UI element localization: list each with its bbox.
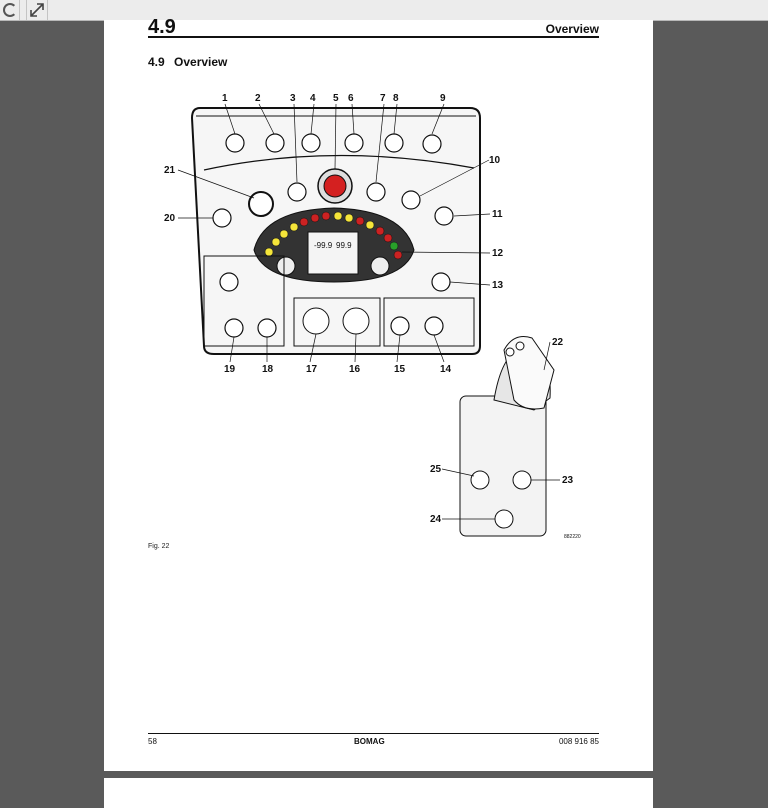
callout-21: 21 <box>164 165 176 176</box>
section-heading: 4.9 Overview <box>148 55 228 69</box>
callout-22: 22 <box>552 337 564 348</box>
callout-15: 15 <box>394 364 406 375</box>
footer-rule <box>148 733 599 734</box>
footer-brand: BOMAG <box>354 737 385 746</box>
figure-code: 882220 <box>564 534 581 540</box>
callout-17: 17 <box>306 364 318 375</box>
left-display-knob <box>276 256 296 276</box>
lower-center-section <box>293 297 381 347</box>
right-display-knob <box>370 256 390 276</box>
lower-right-section <box>383 297 475 347</box>
throttle-dial <box>248 191 274 217</box>
figure-caption: Fig. 22 <box>148 543 170 550</box>
callout-12: 12 <box>492 248 504 259</box>
lower-left-section <box>203 255 285 347</box>
callout-9: 9 <box>440 93 446 104</box>
callout-13: 13 <box>492 280 504 291</box>
document-page: 4.9 Overview 4.9 Overview -99.9 99.9 <box>104 16 653 771</box>
callout-3: 3 <box>290 93 296 104</box>
callout-4: 4 <box>310 93 316 104</box>
rotary-switches <box>212 133 454 338</box>
callout-11: 11 <box>492 209 503 220</box>
footer-page-number: 58 <box>148 737 157 746</box>
expand-icon <box>30 3 44 17</box>
callout-leaders <box>177 103 560 520</box>
fullscreen-button[interactable] <box>26 0 48 20</box>
callout-8: 8 <box>393 93 399 104</box>
callout-14: 14 <box>440 364 452 375</box>
gauge-left <box>302 307 330 335</box>
control-panel-figure: -99.9 99.9 <box>164 93 581 540</box>
callout-20: 20 <box>164 213 176 224</box>
rotate-icon <box>3 3 17 17</box>
callout-10: 10 <box>489 155 501 166</box>
callout-labels: 1 2 3 4 5 6 7 8 9 10 11 12 13 14 15 16 1… <box>164 93 574 525</box>
callout-24: 24 <box>430 514 442 525</box>
callout-25: 25 <box>430 464 442 475</box>
callout-5: 5 <box>333 93 339 104</box>
callout-19: 19 <box>224 364 236 375</box>
section-number: 4.9 <box>148 16 176 38</box>
next-page-preview <box>104 778 653 808</box>
rotate-button[interactable] <box>0 0 20 20</box>
gauge-right <box>342 307 370 335</box>
header-title: Overview <box>545 22 599 36</box>
callout-1: 1 <box>222 93 228 104</box>
indicator-lamps <box>264 211 403 260</box>
callout-18: 18 <box>262 364 274 375</box>
footer-doc-number: 008 916 85 <box>558 737 599 746</box>
display-right-value: 99.9 <box>336 241 352 250</box>
callout-7: 7 <box>380 93 386 104</box>
callout-16: 16 <box>349 364 361 375</box>
callout-6: 6 <box>348 93 354 104</box>
joystick-illustration <box>459 336 555 537</box>
header-rule <box>148 36 599 38</box>
callout-23: 23 <box>562 475 574 486</box>
callout-2: 2 <box>255 93 261 104</box>
display-left-value: -99.9 <box>314 241 333 250</box>
viewer-toolbar <box>0 0 768 21</box>
lcd-display <box>307 231 359 275</box>
